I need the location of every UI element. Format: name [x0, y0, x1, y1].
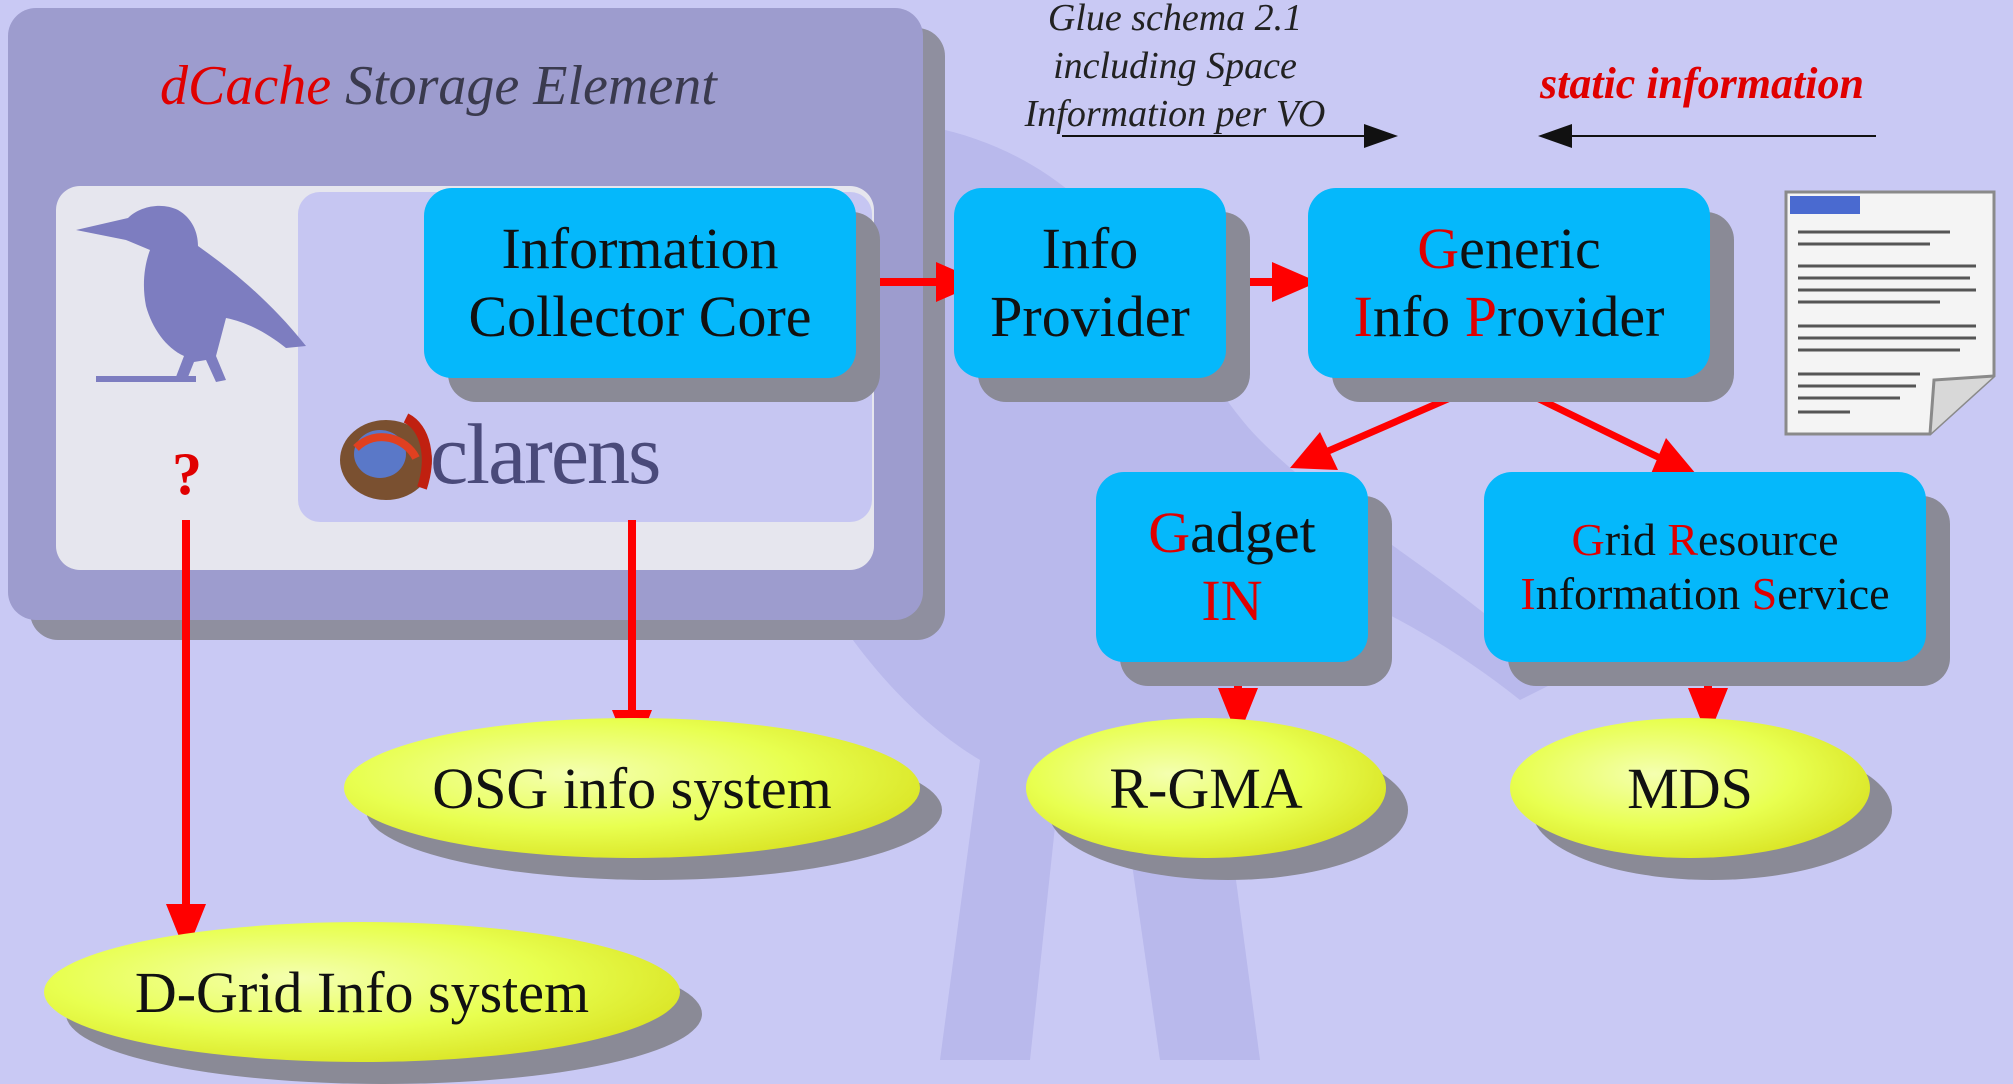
static-arrowhead	[1538, 124, 1572, 148]
clarens-globe-icon	[340, 413, 432, 500]
storage-element-word: Storage Element	[331, 55, 717, 117]
information-collector-core-box: Information Collector Core	[424, 188, 856, 378]
dgrid-info-system-node: D-Grid Info system	[44, 922, 680, 1062]
storage-element-title: dCache Storage Element	[160, 54, 717, 118]
glue-note-line-2: including Space	[1053, 45, 1297, 87]
question-mark: ?	[172, 441, 202, 507]
mds-node: MDS	[1510, 718, 1870, 858]
glue-schema-note: Glue schema 2.1 including Space Informat…	[990, 0, 1360, 138]
info-provider-box: Info Provider	[954, 188, 1226, 378]
dcache-word: dCache	[160, 55, 332, 117]
document-icon	[1784, 190, 1996, 436]
static-information-note: static information	[1540, 59, 1864, 108]
dcache-bird-logo	[76, 205, 306, 382]
generic-info-provider-box: Generic Info Provider	[1308, 188, 1710, 378]
gadget-line-1: Gadget	[1148, 499, 1316, 565]
osg-info-system-node: OSG info system	[344, 718, 920, 858]
grid-resource-information-service-box: Grid Resource Information Service	[1484, 472, 1926, 662]
glue-note-line-1: Glue schema 2.1	[1047, 0, 1303, 39]
clarens-logo-text: clarens	[430, 406, 662, 502]
gris-line-2: Information Service	[1520, 568, 1890, 619]
info-provider-line-1: Info	[1041, 215, 1139, 281]
gip-line-1: Generic	[1417, 215, 1601, 281]
glue-note-line-3: Information per VO	[1024, 93, 1326, 135]
gip-line-2: Info Provider	[1353, 284, 1665, 349]
collector-line-2: Collector Core	[468, 284, 812, 349]
info-provider-line-2: Provider	[990, 284, 1190, 349]
glue-arrowhead	[1364, 124, 1398, 148]
gris-line-1: Grid Resource	[1571, 513, 1839, 565]
collector-line-1: Information	[501, 215, 779, 281]
rgma-node: R-GMA	[1026, 718, 1386, 858]
gadget-line-2: IN	[1201, 568, 1263, 633]
gadget-in-box: Gadget IN	[1096, 472, 1368, 662]
